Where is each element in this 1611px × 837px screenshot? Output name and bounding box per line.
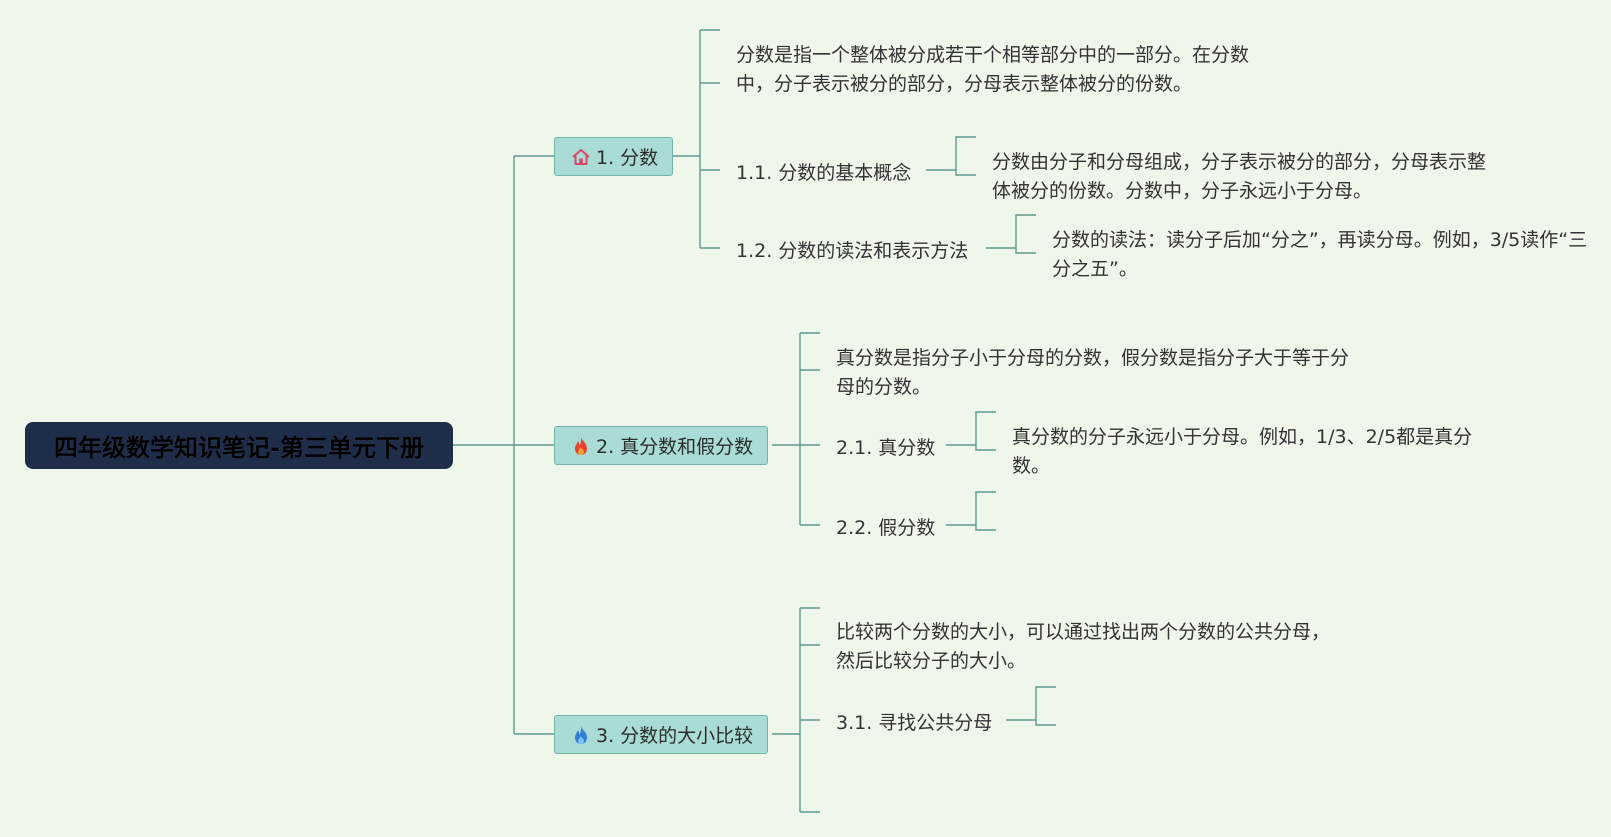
subtopic-note: 分数由分子和分母组成，分子表示被分的部分，分母表示整体被分的份数。分数中，分子永…: [992, 151, 1487, 202]
subtopic-common-denominator[interactable]: 3.1. 寻找公共分母: [836, 712, 993, 734]
subtopic-proper-fraction[interactable]: 2.1. 真分数: [836, 437, 936, 459]
topic-proper-improper-fractions[interactable]: 2. 真分数和假分数: [554, 426, 769, 465]
subtopic-note: 真分数的分子永远小于分母。例如，1/3、2/5都是真分数。: [1012, 426, 1473, 477]
topic-note: 比较两个分数的大小，可以通过找出两个分数的公共分母，然后比较分子的大小。: [836, 621, 1331, 672]
root-topic[interactable]: 四年级数学知识笔记-第三单元下册: [25, 422, 453, 469]
topic-fraction-comparison[interactable]: 3. 分数的大小比较: [554, 715, 769, 754]
home-icon: [572, 148, 590, 165]
topic-note: 真分数是指分子小于分母的分数，假分数是指分子大于等于分母的分数。: [836, 347, 1350, 398]
subtopic-note: 分数的读法：读分子后加“分之”，再读分母。例如，3/5读作“三分之五”。: [1052, 229, 1588, 280]
subtopic-reading-notation[interactable]: 1.2. 分数的读法和表示方法: [736, 240, 969, 262]
topic-note: 分数是指一个整体被分成若干个相等部分中的一部分。在分数中，分子表示被分的部分，分…: [736, 44, 1250, 95]
root-title: 四年级数学知识笔记-第三单元下册: [54, 434, 424, 462]
topic-label: 1. 分数: [596, 147, 659, 169]
fire-icon: [575, 436, 587, 455]
subtopic-improper-fraction[interactable]: 2.2. 假分数: [836, 517, 936, 539]
topic-label: 3. 分数的大小比较: [596, 725, 754, 747]
water-drop-icon: [575, 725, 587, 744]
topic-fractions[interactable]: 1. 分数: [554, 137, 674, 176]
subtopic-basic-concept[interactable]: 1.1. 分数的基本概念: [736, 162, 912, 184]
topic-label: 2. 真分数和假分数: [596, 436, 754, 458]
